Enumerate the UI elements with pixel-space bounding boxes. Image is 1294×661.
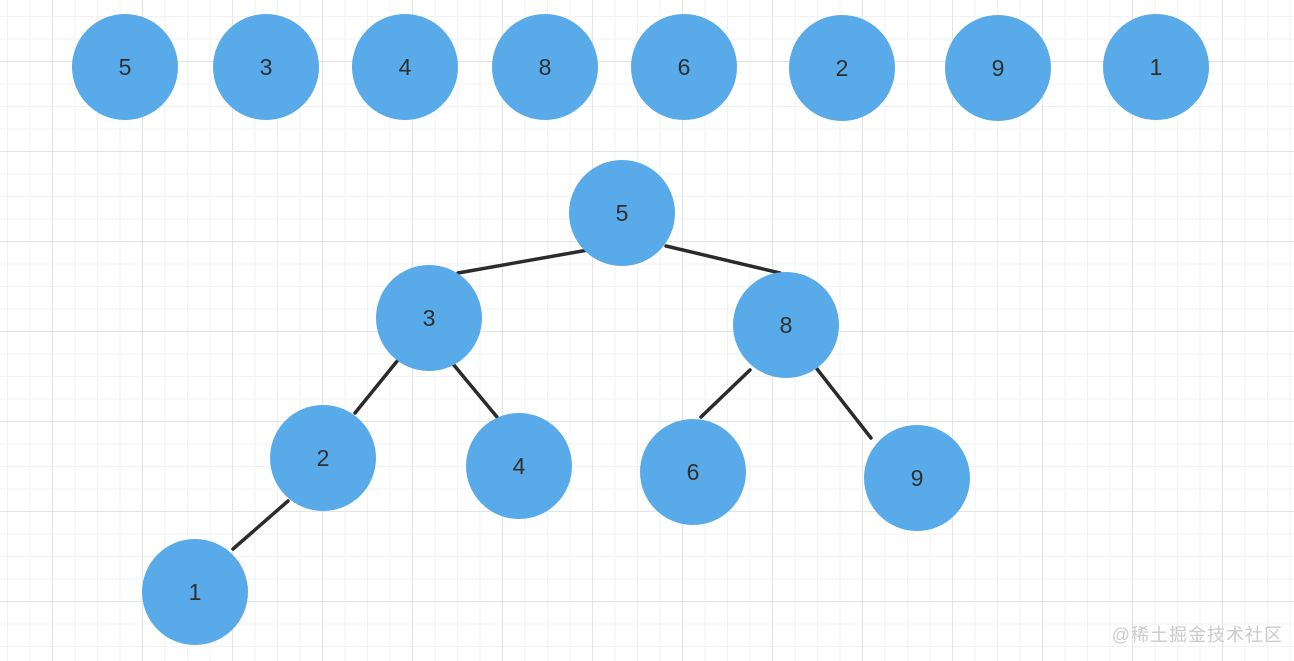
tree-node-1[interactable]: 1 bbox=[142, 539, 248, 645]
array-node-2[interactable]: 2 bbox=[789, 15, 895, 121]
node-value: 5 bbox=[615, 199, 629, 226]
tree-edge-3-2[interactable] bbox=[353, 358, 400, 415]
node-value: 2 bbox=[835, 54, 849, 81]
node-value: 3 bbox=[259, 53, 273, 80]
tree-node-4[interactable]: 4 bbox=[466, 413, 572, 519]
node-value: 3 bbox=[422, 304, 436, 331]
array-node-5[interactable]: 5 bbox=[72, 14, 178, 120]
array-node-4[interactable]: 4 bbox=[352, 14, 458, 120]
array-node-1[interactable]: 1 bbox=[1103, 14, 1209, 120]
node-value: 1 bbox=[188, 578, 202, 605]
node-value: 8 bbox=[538, 53, 552, 80]
tree-node-6[interactable]: 6 bbox=[640, 419, 746, 525]
watermark: @稀土掘金技术社区 bbox=[1111, 625, 1283, 645]
tree-node-9[interactable]: 9 bbox=[864, 425, 970, 531]
tree-node-3[interactable]: 3 bbox=[376, 265, 482, 371]
node-value: 4 bbox=[512, 452, 526, 479]
node-value: 5 bbox=[118, 53, 132, 80]
tree-edge-3-4[interactable] bbox=[451, 362, 499, 419]
node-value: 9 bbox=[910, 464, 924, 491]
node-value: 1 bbox=[1149, 53, 1163, 80]
array-node-6[interactable]: 6 bbox=[631, 14, 737, 120]
node-value: 2 bbox=[316, 444, 330, 471]
tree-edge-2-1[interactable] bbox=[231, 499, 290, 551]
array-node-3[interactable]: 3 bbox=[213, 14, 319, 120]
node-value: 6 bbox=[677, 53, 691, 80]
node-value: 9 bbox=[991, 54, 1005, 81]
node-value: 4 bbox=[398, 53, 412, 80]
tree-node-2[interactable]: 2 bbox=[270, 405, 376, 511]
array-node-8[interactable]: 8 bbox=[492, 14, 598, 120]
node-value: 8 bbox=[779, 311, 793, 338]
tree-node-5[interactable]: 5 bbox=[569, 160, 675, 266]
tree-edge-8-6[interactable] bbox=[699, 368, 752, 419]
tree-edge-5-8[interactable] bbox=[664, 244, 782, 275]
tree-edge-8-9[interactable] bbox=[815, 367, 873, 440]
node-value: 6 bbox=[686, 458, 700, 485]
tree-edge-5-3[interactable] bbox=[456, 248, 590, 275]
tree-node-8[interactable]: 8 bbox=[733, 272, 839, 378]
array-node-9[interactable]: 9 bbox=[945, 15, 1051, 121]
